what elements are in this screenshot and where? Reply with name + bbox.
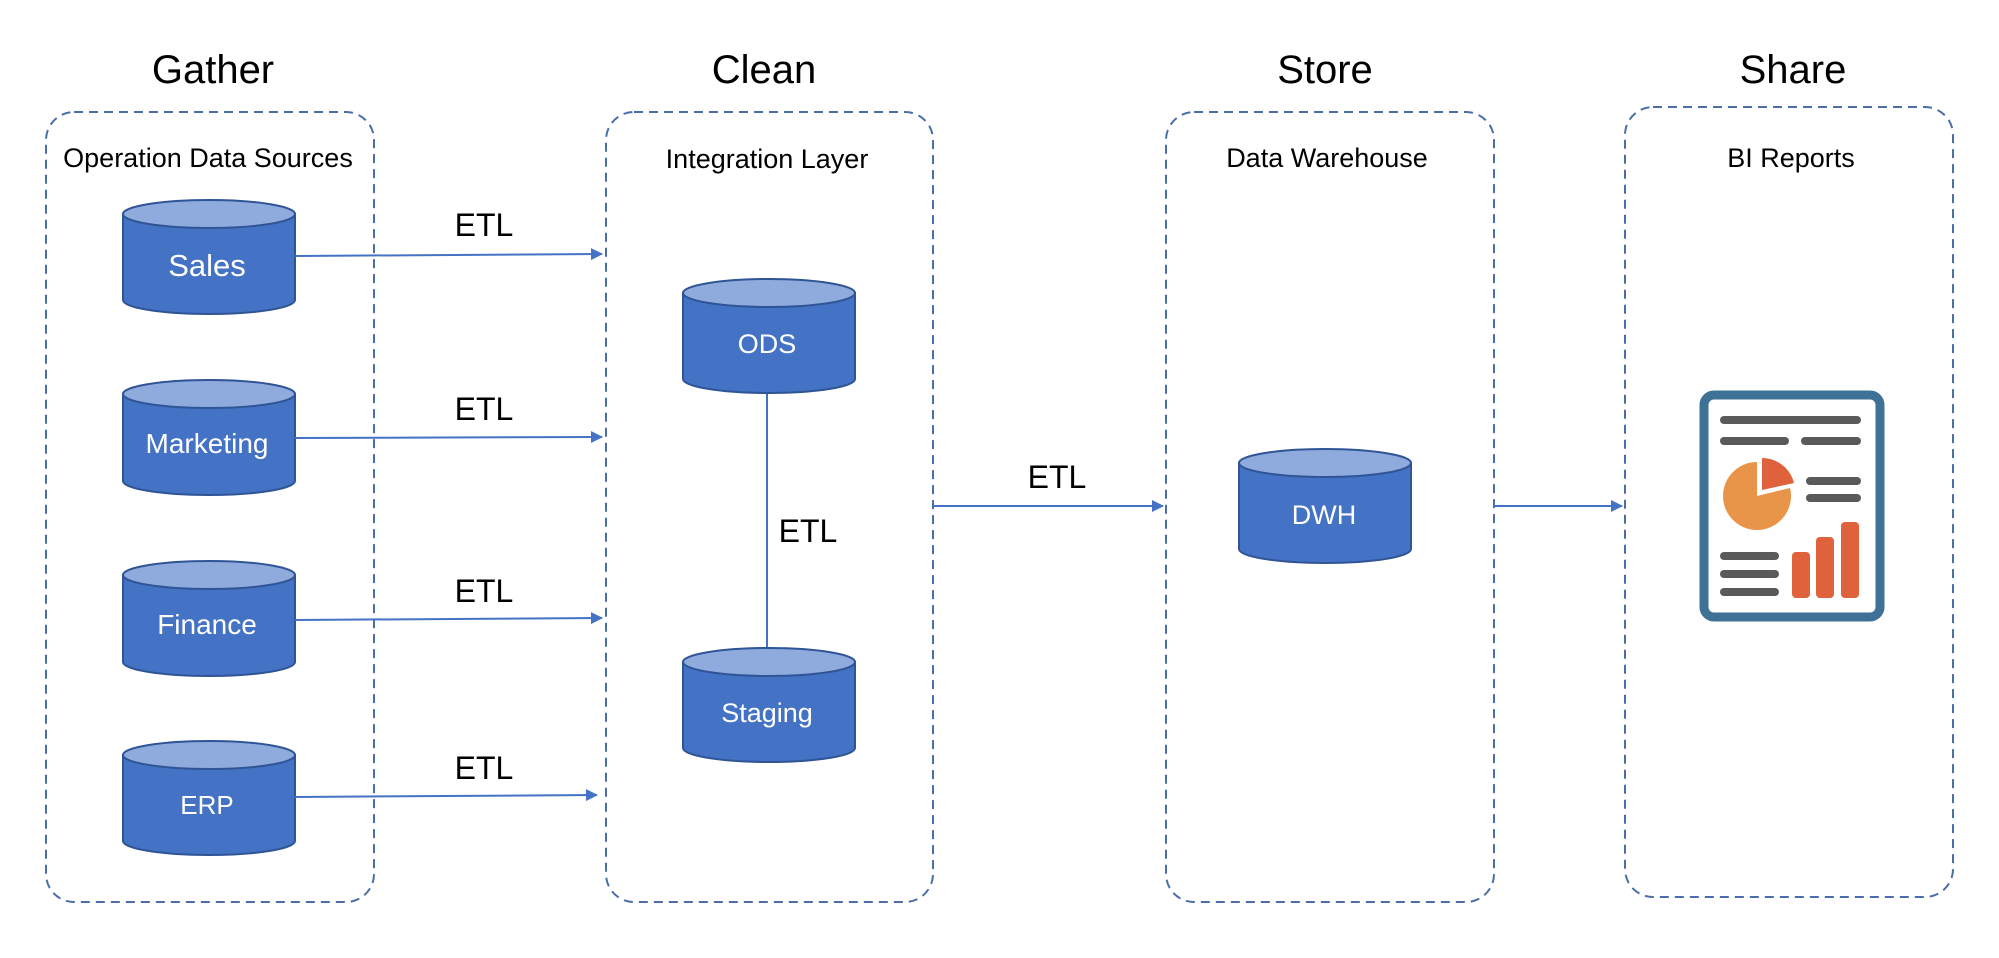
database-label-marketing: Marketing [146, 428, 269, 459]
arrow-marketing-to-integration [294, 431, 603, 444]
database-label-ods: ODS [738, 329, 797, 359]
database-dwh: DWH [1238, 448, 1412, 564]
database-finance: Finance [122, 560, 296, 677]
report-dashboard-icon [1699, 390, 1885, 622]
panel-gather [45, 111, 375, 903]
database-label-staging: Staging [721, 698, 813, 728]
stage-title-store: Store [1277, 48, 1373, 92]
box-title-bi-reports: BI Reports [1727, 143, 1855, 173]
arrow-finance-to-integration [294, 612, 603, 625]
arrow-erp-to-integration [294, 789, 598, 802]
etl-label-ods-to-staging: ETL [779, 513, 838, 549]
etl-label-sales: ETL [455, 207, 514, 243]
stage-title-gather: Gather [152, 48, 274, 92]
panel-share [1624, 106, 1954, 898]
arrow-sales-to-integration [294, 248, 603, 261]
stage-title-clean: Clean [712, 48, 817, 92]
etl-label-finance: ETL [455, 573, 514, 609]
database-label-finance: Finance [157, 609, 257, 640]
etl-label-erp: ETL [455, 750, 514, 786]
database-erp: ERP [122, 740, 296, 856]
etl-label-marketing: ETL [455, 391, 514, 427]
box-title-data-warehouse: Data Warehouse [1226, 143, 1428, 173]
database-ods: ODS [682, 278, 856, 394]
panel-clean [605, 111, 934, 903]
database-label-erp: ERP [180, 790, 233, 820]
database-label-dwh: DWH [1292, 500, 1356, 530]
database-staging: Staging [682, 647, 856, 763]
database-sales: Sales [122, 199, 296, 315]
etl-label-integration-to-warehouse: ETL [1028, 459, 1087, 495]
box-title-integration-layer: Integration Layer [666, 144, 869, 174]
database-marketing: Marketing [122, 379, 296, 496]
stage-title-share: Share [1740, 48, 1847, 92]
box-title-operation-data-sources: Operation Data Sources [63, 143, 353, 173]
database-label-sales: Sales [168, 248, 246, 283]
